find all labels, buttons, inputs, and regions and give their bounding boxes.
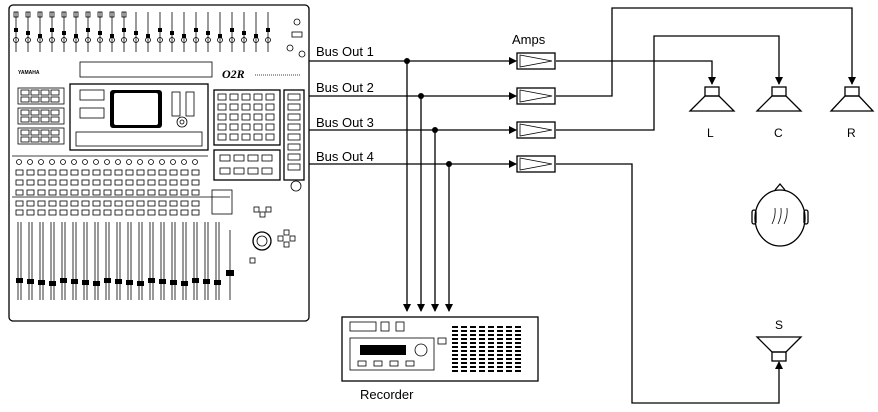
recorder-label: Recorder [360,387,414,402]
bus-out-3-line [309,126,517,312]
bus-out-2-label: Bus Out 2 [316,80,374,95]
mixer-left-button-blocks [17,87,65,145]
mixer-top-knobs [13,11,306,58]
bus-out-4-line [309,160,517,312]
speaker-l-label: L [707,126,714,140]
amps-label: Amps [512,32,546,47]
speaker-r [829,86,875,112]
mixing-console: YAMAHA O2R [8,4,310,322]
mixer-channel-strips [12,155,233,216]
mixer-faders [16,222,234,300]
mixer-right-button-grid [217,93,301,175]
speaker-s [755,336,803,362]
amp-3 [516,121,556,139]
listener-head [751,182,809,247]
bus-out-1-label: Bus Out 1 [316,44,374,59]
amp-2 [516,87,556,105]
amp-4 [516,155,556,173]
bus-out-4-label: Bus Out 4 [316,149,374,164]
bus-out-1-line [309,57,517,312]
recorder [341,316,539,382]
mixer-brand-label: YAMAHA [18,70,40,76]
amplifiers [516,52,556,173]
speaker-c [755,86,803,112]
speaker-c-label: C [774,126,783,140]
bus-out-2-line [309,92,517,312]
mixer-model-logo: O2R [222,67,245,81]
recorder-level-meters [452,326,521,372]
speaker-s-label: S [775,318,783,332]
amp-wires [556,7,856,404]
bus-out-3-label: Bus Out 3 [316,115,374,130]
speaker-l [688,86,736,112]
speaker-r-label: R [847,126,856,140]
amp-1 [516,52,556,70]
